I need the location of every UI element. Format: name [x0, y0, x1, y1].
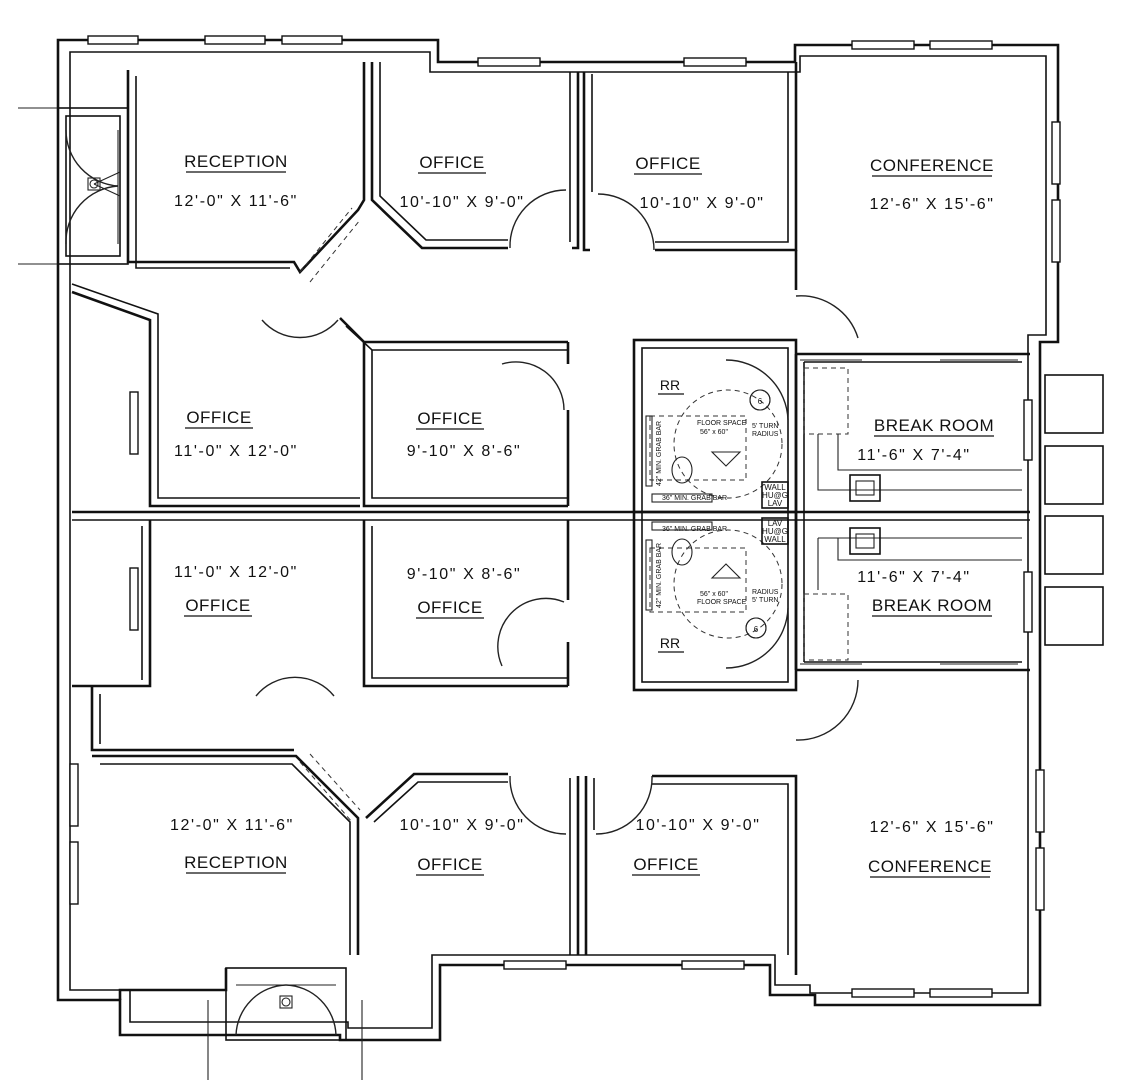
restroom-label: RR [660, 635, 680, 651]
room-name: RECEPTION [184, 853, 288, 872]
turn-label: 5' TURN [752, 597, 779, 604]
entry-vestibule-bottom [207, 967, 363, 1080]
floor-space-dims: 56" x 60" [700, 429, 728, 436]
interior-walls [71, 62, 1030, 1000]
turn-label: 5' TURN [752, 423, 779, 430]
room-break-room-bottom: 11'-6" X 7'-4" BREAK ROOM [857, 569, 992, 617]
room-dims: 12'-6" X 15'-6" [869, 196, 994, 213]
grab-bar-36-label: 36" MIN. GRAB BAR [662, 526, 727, 533]
fixture-tag-icon [749, 389, 771, 411]
doors [255, 189, 1018, 835]
room-name: OFFICE [417, 409, 482, 428]
room-dims: 9'-10" X 8'-6" [407, 566, 522, 583]
restroom-label: RR [660, 377, 680, 393]
floor-space-label: FLOOR SPACE [697, 420, 747, 427]
fixture-tag: 6 [754, 625, 759, 634]
room-conference-top: CONFERENCE 12'-6" X 15'-6" [869, 156, 994, 213]
room-name: OFFICE [633, 855, 698, 874]
room-reception-bottom: 12'-0" X 11'-6" RECEPTION [170, 817, 294, 874]
windows [69, 35, 1061, 998]
grab-bar-36-label: 36" MIN. GRAB BAR [662, 495, 727, 502]
floor-space-dims: 56" x 60" [700, 591, 728, 598]
room-office-top-2: OFFICE 10'-10" X 9'-0" [634, 154, 764, 212]
grab-bar-42-label: 42" MIN. GRAB BAR [656, 543, 663, 608]
lav-label-2: HU@G [762, 491, 788, 500]
exterior-wall [56, 38, 1060, 1042]
grab-bar-42-label: 42" MIN. GRAB BAR [656, 421, 663, 486]
room-office-mid-upper: OFFICE 9'-10" X 8'-6" [407, 409, 522, 460]
lav-label-3: LAV [768, 499, 783, 508]
room-name: CONFERENCE [870, 156, 994, 175]
room-dims: 9'-10" X 8'-6" [407, 443, 522, 460]
room-name: OFFICE [417, 855, 482, 874]
room-name: OFFICE [185, 596, 250, 615]
room-name: BREAK ROOM [872, 596, 992, 615]
room-reception-top: RECEPTION 12'-0" X 11'-6" [174, 152, 298, 210]
room-name: RECEPTION [184, 152, 288, 171]
floor-space-label: FLOOR SPACE [697, 599, 747, 606]
exterior-equipment-pads [1044, 374, 1104, 646]
room-conference-bottom: 12'-6" X 15'-6" CONFERENCE [868, 819, 994, 878]
room-office-bottom-2: 10'-10" X 9'-0" OFFICE [632, 817, 760, 876]
room-dims: 10'-10" X 9'-0" [639, 195, 764, 212]
room-dims: 11'-0" X 12'-0" [174, 443, 298, 460]
break-room-casework [803, 367, 1022, 661]
room-dims: 11'-6" X 7'-4" [857, 569, 970, 586]
room-dims: 10'-10" X 9'-0" [635, 817, 760, 834]
room-name: BREAK ROOM [874, 416, 994, 435]
room-dims: 12'-0" X 11'-6" [170, 817, 294, 834]
fixture-tag: 6 [758, 397, 763, 406]
lav-label-1: WALL [764, 483, 786, 492]
room-name: OFFICE [419, 153, 484, 172]
room-office-mid-lower: 9'-10" X 8'-6" OFFICE [407, 566, 522, 619]
room-dims: 10'-10" X 9'-0" [399, 194, 524, 211]
room-office-left-upper: OFFICE 11'-0" X 12'-0" [174, 408, 298, 460]
room-name: OFFICE [417, 598, 482, 617]
radius-label: RADIUS [752, 589, 779, 596]
lav-label-1: LAV [768, 519, 783, 528]
room-office-bottom-1: 10'-10" X 9'-0" OFFICE [399, 817, 524, 876]
room-dims: 12'-0" X 11'-6" [174, 193, 298, 210]
room-dims: 11'-6" X 7'-4" [857, 447, 970, 464]
fixture-tag-icon [745, 617, 767, 639]
room-labels: RECEPTION 12'-0" X 11'-6" OFFICE 10'-10"… [170, 152, 994, 878]
entry-vestibule-top [18, 107, 129, 265]
room-name: OFFICE [186, 408, 251, 427]
lav-label-3: WALL [764, 535, 786, 544]
room-dims: 12'-6" X 15'-6" [869, 819, 994, 836]
room-name: OFFICE [635, 154, 700, 173]
room-break-room-top: BREAK ROOM 11'-6" X 7'-4" [857, 416, 994, 464]
room-name: CONFERENCE [868, 857, 992, 876]
room-office-left-lower: 11'-0" X 12'-0" OFFICE [174, 564, 298, 617]
restroom-top: RR 6 FLOOR SPACE 56" x 60" 5' TURN RADIU… [656, 377, 788, 508]
room-dims: 11'-0" X 12'-0" [174, 564, 298, 581]
room-dims: 10'-10" X 9'-0" [399, 817, 524, 834]
radius-label: RADIUS [752, 431, 779, 438]
room-office-top-1: OFFICE 10'-10" X 9'-0" [399, 153, 524, 211]
lav-label-2: HU@G [762, 527, 788, 536]
restroom-bottom: RR 6 FLOOR SPACE 56" x 60" 5' TURN RADIU… [656, 519, 788, 653]
